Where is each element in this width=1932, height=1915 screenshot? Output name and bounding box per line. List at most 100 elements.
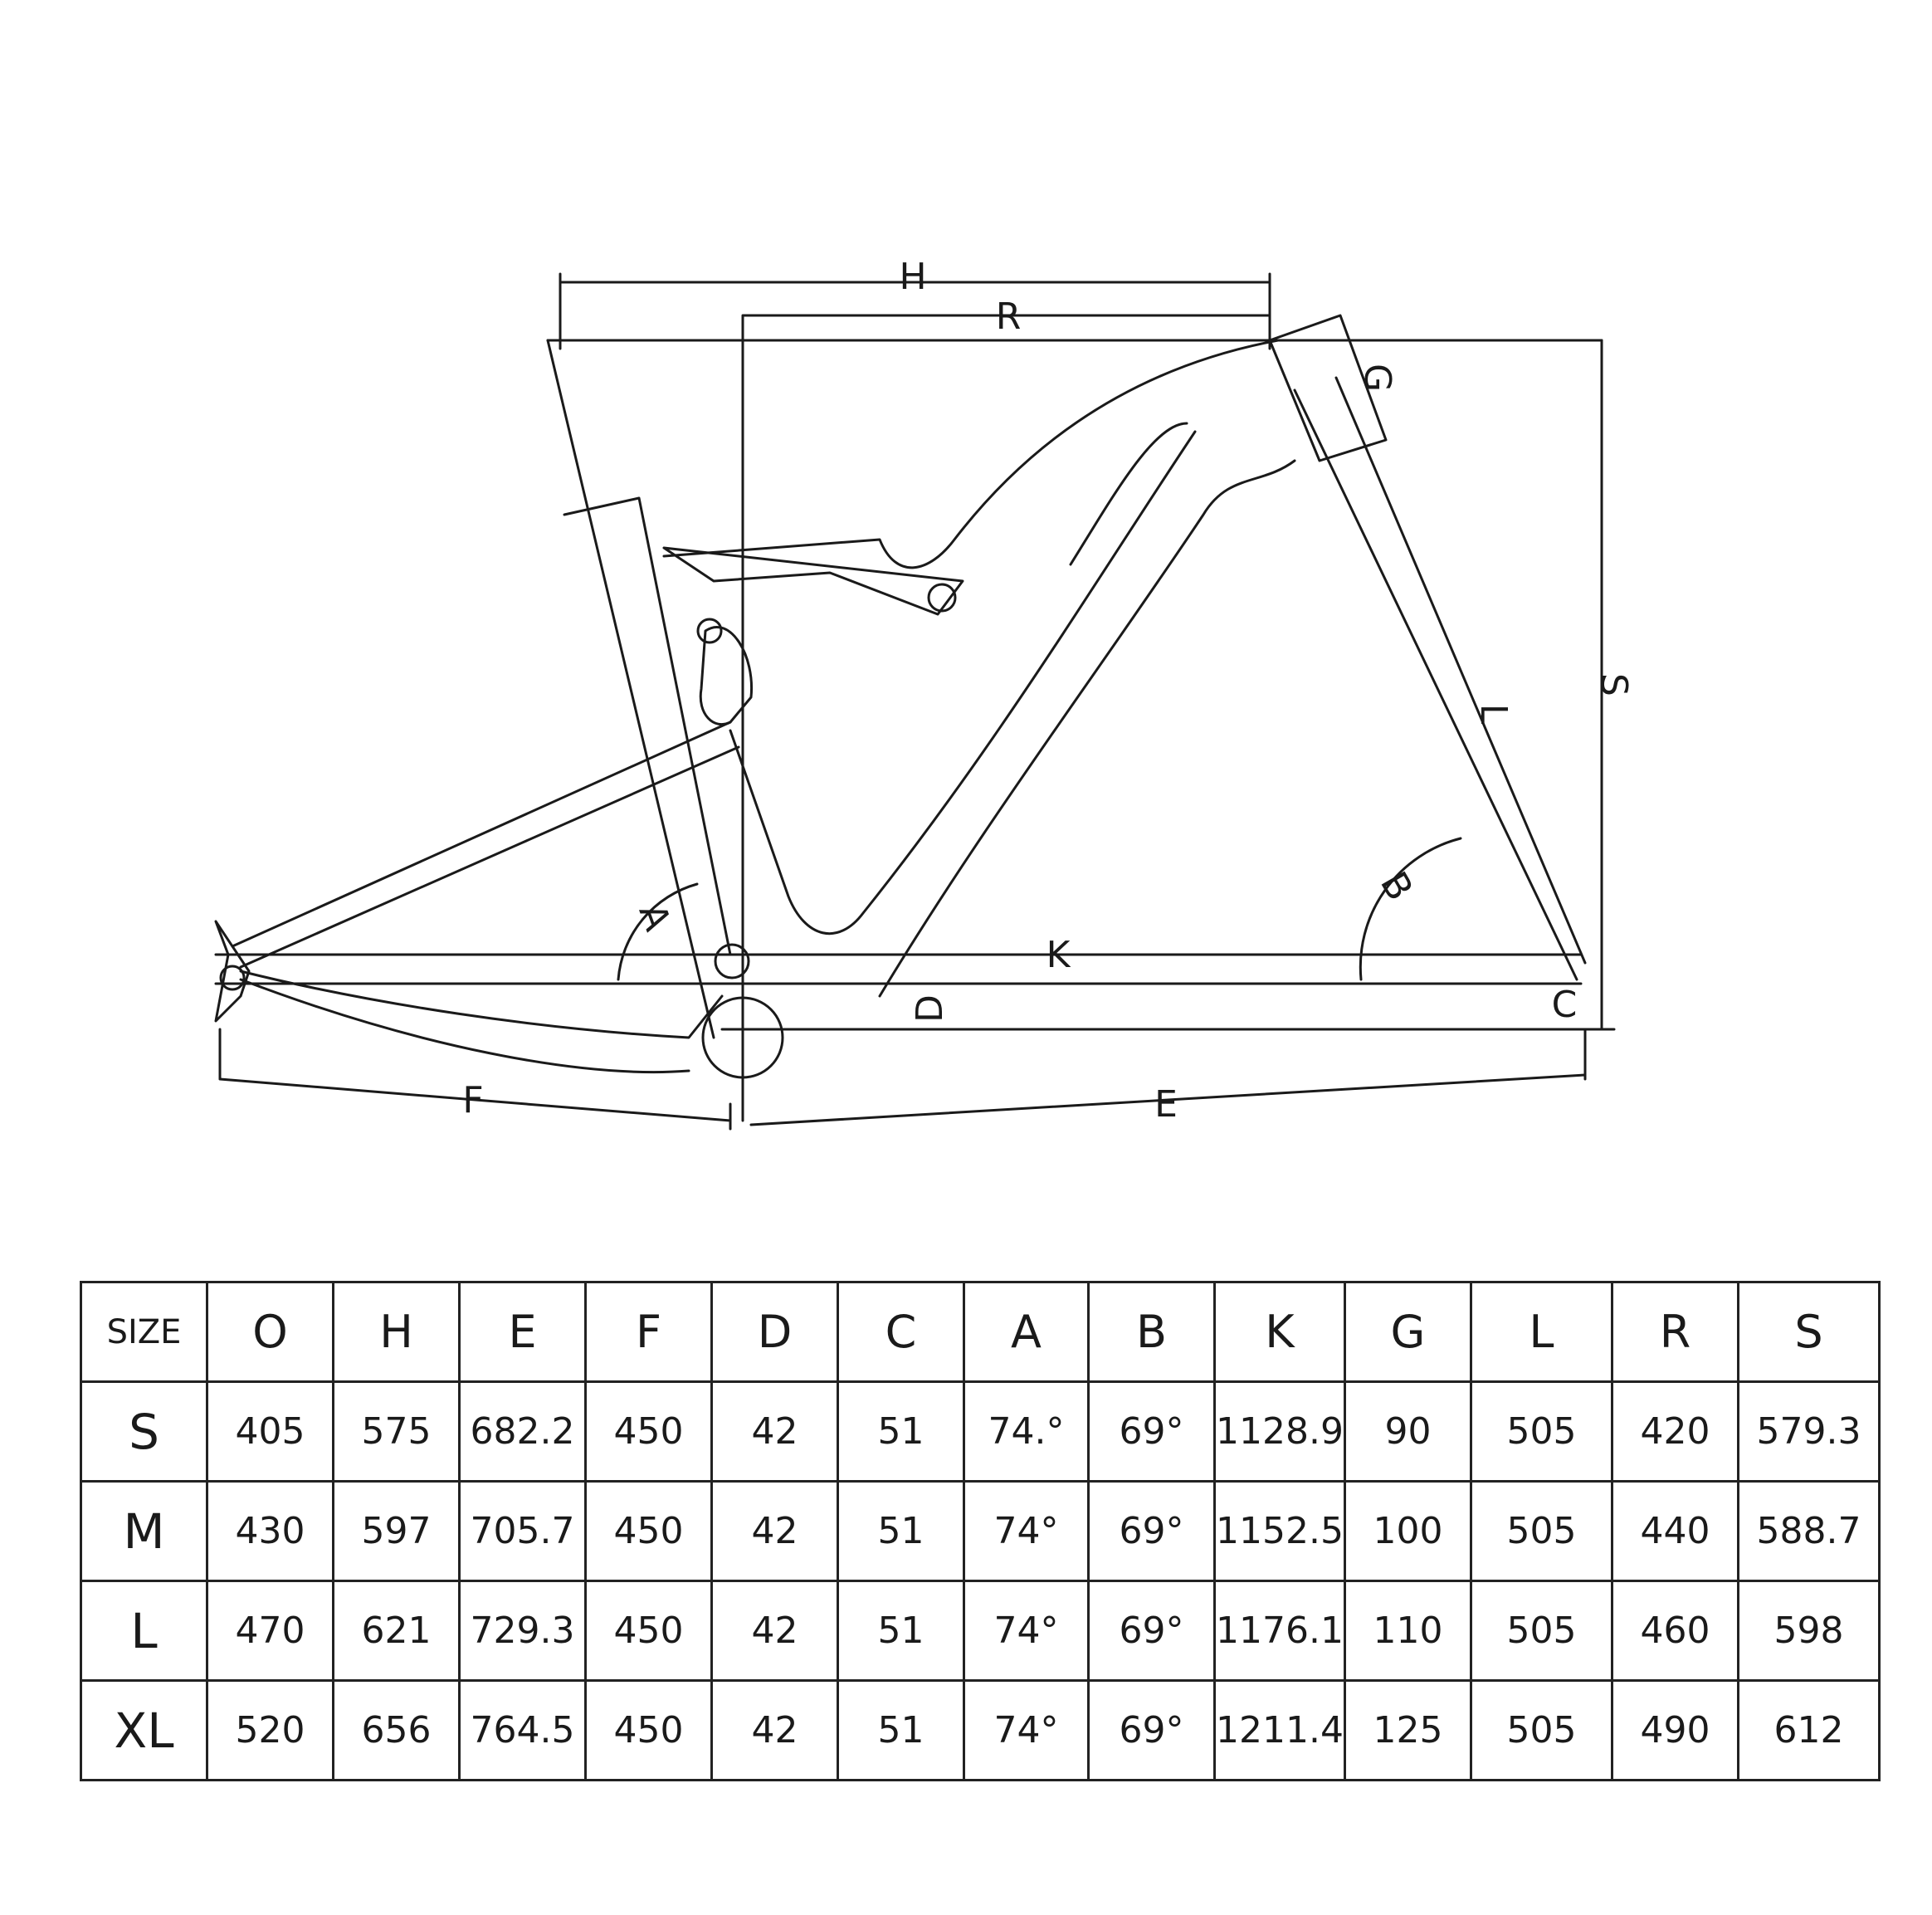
label-c: C bbox=[1552, 984, 1578, 1026]
label-h: H bbox=[899, 256, 926, 298]
dimension-line-r bbox=[741, 314, 1271, 1122]
cell: 74.° bbox=[963, 1380, 1090, 1483]
cell: 69° bbox=[1087, 1679, 1216, 1781]
cell: 110 bbox=[1343, 1580, 1472, 1682]
cell: 729.3 bbox=[458, 1580, 587, 1682]
cell: 1128.9 bbox=[1213, 1380, 1346, 1483]
header-k: K bbox=[1213, 1281, 1346, 1383]
cell: 597 bbox=[332, 1480, 461, 1582]
cell: 520 bbox=[206, 1679, 334, 1781]
rear-dropout bbox=[214, 920, 251, 1023]
header-l: L bbox=[1469, 1281, 1613, 1383]
cell: 51 bbox=[837, 1380, 965, 1483]
cell: M bbox=[80, 1480, 208, 1582]
label-r: R bbox=[996, 296, 1022, 338]
header-s: S bbox=[1736, 1281, 1881, 1383]
dimension-line-f bbox=[218, 1028, 732, 1131]
main-pivot bbox=[714, 943, 750, 979]
rear-axle bbox=[219, 965, 246, 991]
cell: 405 bbox=[206, 1380, 334, 1483]
cell: 612 bbox=[1736, 1679, 1881, 1781]
cell: 575 bbox=[332, 1380, 461, 1483]
header-size: SIZE bbox=[80, 1281, 208, 1383]
cell: 430 bbox=[206, 1480, 334, 1582]
cell: 490 bbox=[1610, 1679, 1739, 1781]
cell: 764.5 bbox=[458, 1679, 587, 1781]
cell: 90 bbox=[1343, 1380, 1472, 1483]
cell: 450 bbox=[584, 1580, 713, 1682]
cell: 42 bbox=[710, 1580, 839, 1682]
cell: 621 bbox=[332, 1580, 461, 1682]
down-tube bbox=[729, 422, 1197, 936]
cell: 51 bbox=[837, 1480, 965, 1582]
cell: 42 bbox=[710, 1679, 839, 1781]
label-e: E bbox=[1154, 1083, 1178, 1126]
frame-geometry-diagram: H R G S L B A K D C F E bbox=[214, 256, 1635, 1131]
angle-arc-b bbox=[1359, 837, 1462, 981]
label-d: D bbox=[909, 994, 951, 1023]
cell: S bbox=[80, 1380, 208, 1483]
cell: 656 bbox=[332, 1679, 461, 1781]
cell: 440 bbox=[1610, 1480, 1739, 1582]
header-c: C bbox=[837, 1281, 965, 1383]
cell: 598 bbox=[1736, 1580, 1881, 1682]
cell: XL bbox=[80, 1679, 208, 1781]
cell: 51 bbox=[837, 1679, 965, 1781]
label-f: F bbox=[462, 1079, 483, 1121]
cell: 505 bbox=[1469, 1480, 1613, 1582]
cell: 705.7 bbox=[458, 1480, 587, 1582]
top-tube bbox=[662, 339, 1296, 998]
cell: 69° bbox=[1087, 1380, 1216, 1483]
cell: 579.3 bbox=[1736, 1380, 1881, 1483]
table-row: XL 520 656 764.5 450 42 51 74° 69° 1211.… bbox=[80, 1679, 1881, 1781]
cell: 42 bbox=[710, 1480, 839, 1582]
cell: 460 bbox=[1610, 1580, 1739, 1682]
head-tube bbox=[1268, 314, 1388, 462]
header-a: A bbox=[963, 1281, 1090, 1383]
cell: 74° bbox=[963, 1480, 1090, 1582]
cell: 682.2 bbox=[458, 1380, 587, 1483]
cell: 450 bbox=[584, 1380, 713, 1483]
label-k: K bbox=[1046, 934, 1071, 976]
cell: 125 bbox=[1343, 1679, 1472, 1781]
cell: 1152.5 bbox=[1213, 1480, 1346, 1582]
rocker-link bbox=[662, 546, 964, 726]
cell: 420 bbox=[1610, 1380, 1739, 1483]
table-row: M 430 597 705.7 450 42 51 74° 69° 1152.5… bbox=[80, 1480, 1881, 1582]
cell: 588.7 bbox=[1736, 1480, 1881, 1582]
header-e: E bbox=[458, 1281, 587, 1383]
bottom-bracket bbox=[701, 996, 784, 1079]
rocker-pivot bbox=[927, 583, 957, 613]
cell: 74° bbox=[963, 1580, 1090, 1682]
cell: 42 bbox=[710, 1380, 839, 1483]
cell: 1176.1 bbox=[1213, 1580, 1346, 1682]
cell: L bbox=[80, 1580, 208, 1682]
cell: 505 bbox=[1469, 1580, 1613, 1682]
cell: 74° bbox=[963, 1679, 1090, 1781]
cell: 505 bbox=[1469, 1380, 1613, 1483]
table-header-row: SIZE O H E F D C A B K G L R S bbox=[80, 1281, 1881, 1383]
cell: 69° bbox=[1087, 1480, 1216, 1582]
cell: 450 bbox=[584, 1679, 713, 1781]
shock-pivot bbox=[696, 618, 723, 644]
cell: 51 bbox=[837, 1580, 965, 1682]
label-l: L bbox=[1472, 704, 1515, 725]
label-a: A bbox=[631, 898, 679, 936]
cell: 505 bbox=[1469, 1679, 1613, 1781]
dimension-line-h bbox=[559, 272, 1271, 350]
cell: 470 bbox=[206, 1580, 334, 1682]
header-d: D bbox=[710, 1281, 839, 1383]
cell: 100 bbox=[1343, 1480, 1472, 1582]
dimension-line-e bbox=[749, 1028, 1587, 1126]
dimension-line-k bbox=[214, 953, 1583, 985]
chain-stay bbox=[239, 970, 724, 1073]
seat-tube bbox=[546, 339, 732, 1039]
cell: 69° bbox=[1087, 1580, 1216, 1682]
table-row: S 405 575 682.2 450 42 51 74.° 69° 1128.… bbox=[80, 1380, 1881, 1483]
header-f: F bbox=[584, 1281, 713, 1383]
header-o: O bbox=[206, 1281, 334, 1383]
geometry-size-table: SIZE O H E F D C A B K G L R S S 405 575… bbox=[80, 1281, 1881, 1781]
table-row: L 470 621 729.3 450 42 51 74° 69° 1176.1… bbox=[80, 1580, 1881, 1682]
header-g: G bbox=[1343, 1281, 1472, 1383]
label-s: S bbox=[1593, 673, 1635, 696]
